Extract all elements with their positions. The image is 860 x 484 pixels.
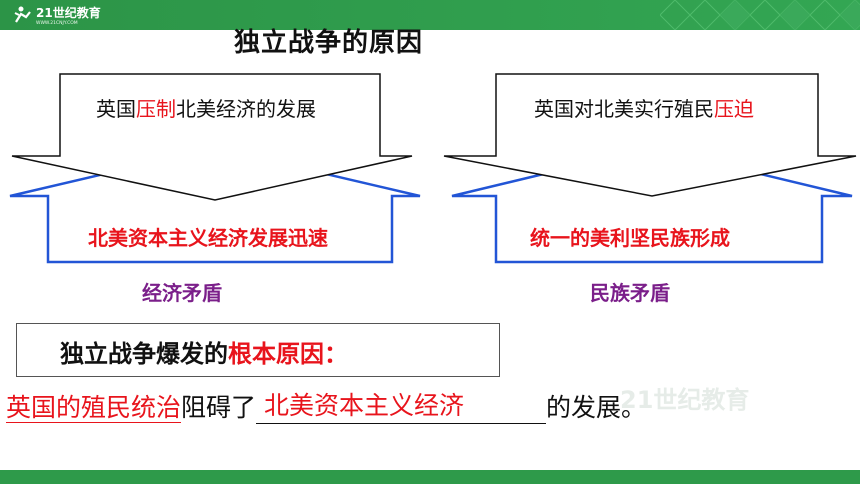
top-banner: 21世纪教育 WWW.21CNJY.COM bbox=[0, 0, 860, 30]
answer-blank-text: 北美资本主义经济 bbox=[264, 391, 465, 420]
left-arrow-bottom-text: 北美资本主义经济发展迅速 bbox=[88, 226, 328, 250]
answer-verb: 阻碍了 bbox=[181, 393, 257, 422]
answer-subject: 英国的殖民统治 bbox=[6, 393, 182, 423]
answer-tail: 的发展。 bbox=[546, 393, 647, 422]
right-down-arrow bbox=[443, 73, 857, 197]
national-conflict-label: 民族矛盾 bbox=[590, 281, 670, 305]
left-down-arrow bbox=[11, 73, 413, 201]
runner-icon bbox=[14, 6, 31, 23]
logo-text: 21世纪教育 bbox=[36, 5, 101, 20]
site-logo: 21世纪教育 WWW.21CNJY.COM bbox=[14, 5, 101, 26]
diamond-pattern bbox=[660, 0, 860, 30]
watermark-logo: 21世纪教育 bbox=[620, 386, 749, 414]
answer-sentence: 英国的殖民统治阻碍了北美资本主义经济 的发展。 bbox=[6, 388, 646, 424]
bottom-banner bbox=[0, 470, 860, 484]
economic-conflict-label: 经济矛盾 bbox=[142, 281, 222, 305]
slide-title: 独立战争的原因 bbox=[234, 28, 424, 58]
right-arrow-top-text: 英国对北美实行殖民压迫 bbox=[534, 97, 754, 121]
logo-subtext: WWW.21CNJY.COM bbox=[36, 20, 78, 26]
answer-blank: 北美资本主义经济 bbox=[256, 391, 547, 424]
watermark-text: 21世纪教育 bbox=[620, 386, 749, 414]
left-arrow-top-text: 英国压制北美经济的发展 bbox=[96, 97, 316, 121]
right-arrow-bottom-text: 统一的美利坚民族形成 bbox=[530, 226, 730, 250]
root-cause-label: 独立战争爆发的根本原因： bbox=[60, 340, 348, 368]
root-cause-box bbox=[16, 323, 500, 377]
